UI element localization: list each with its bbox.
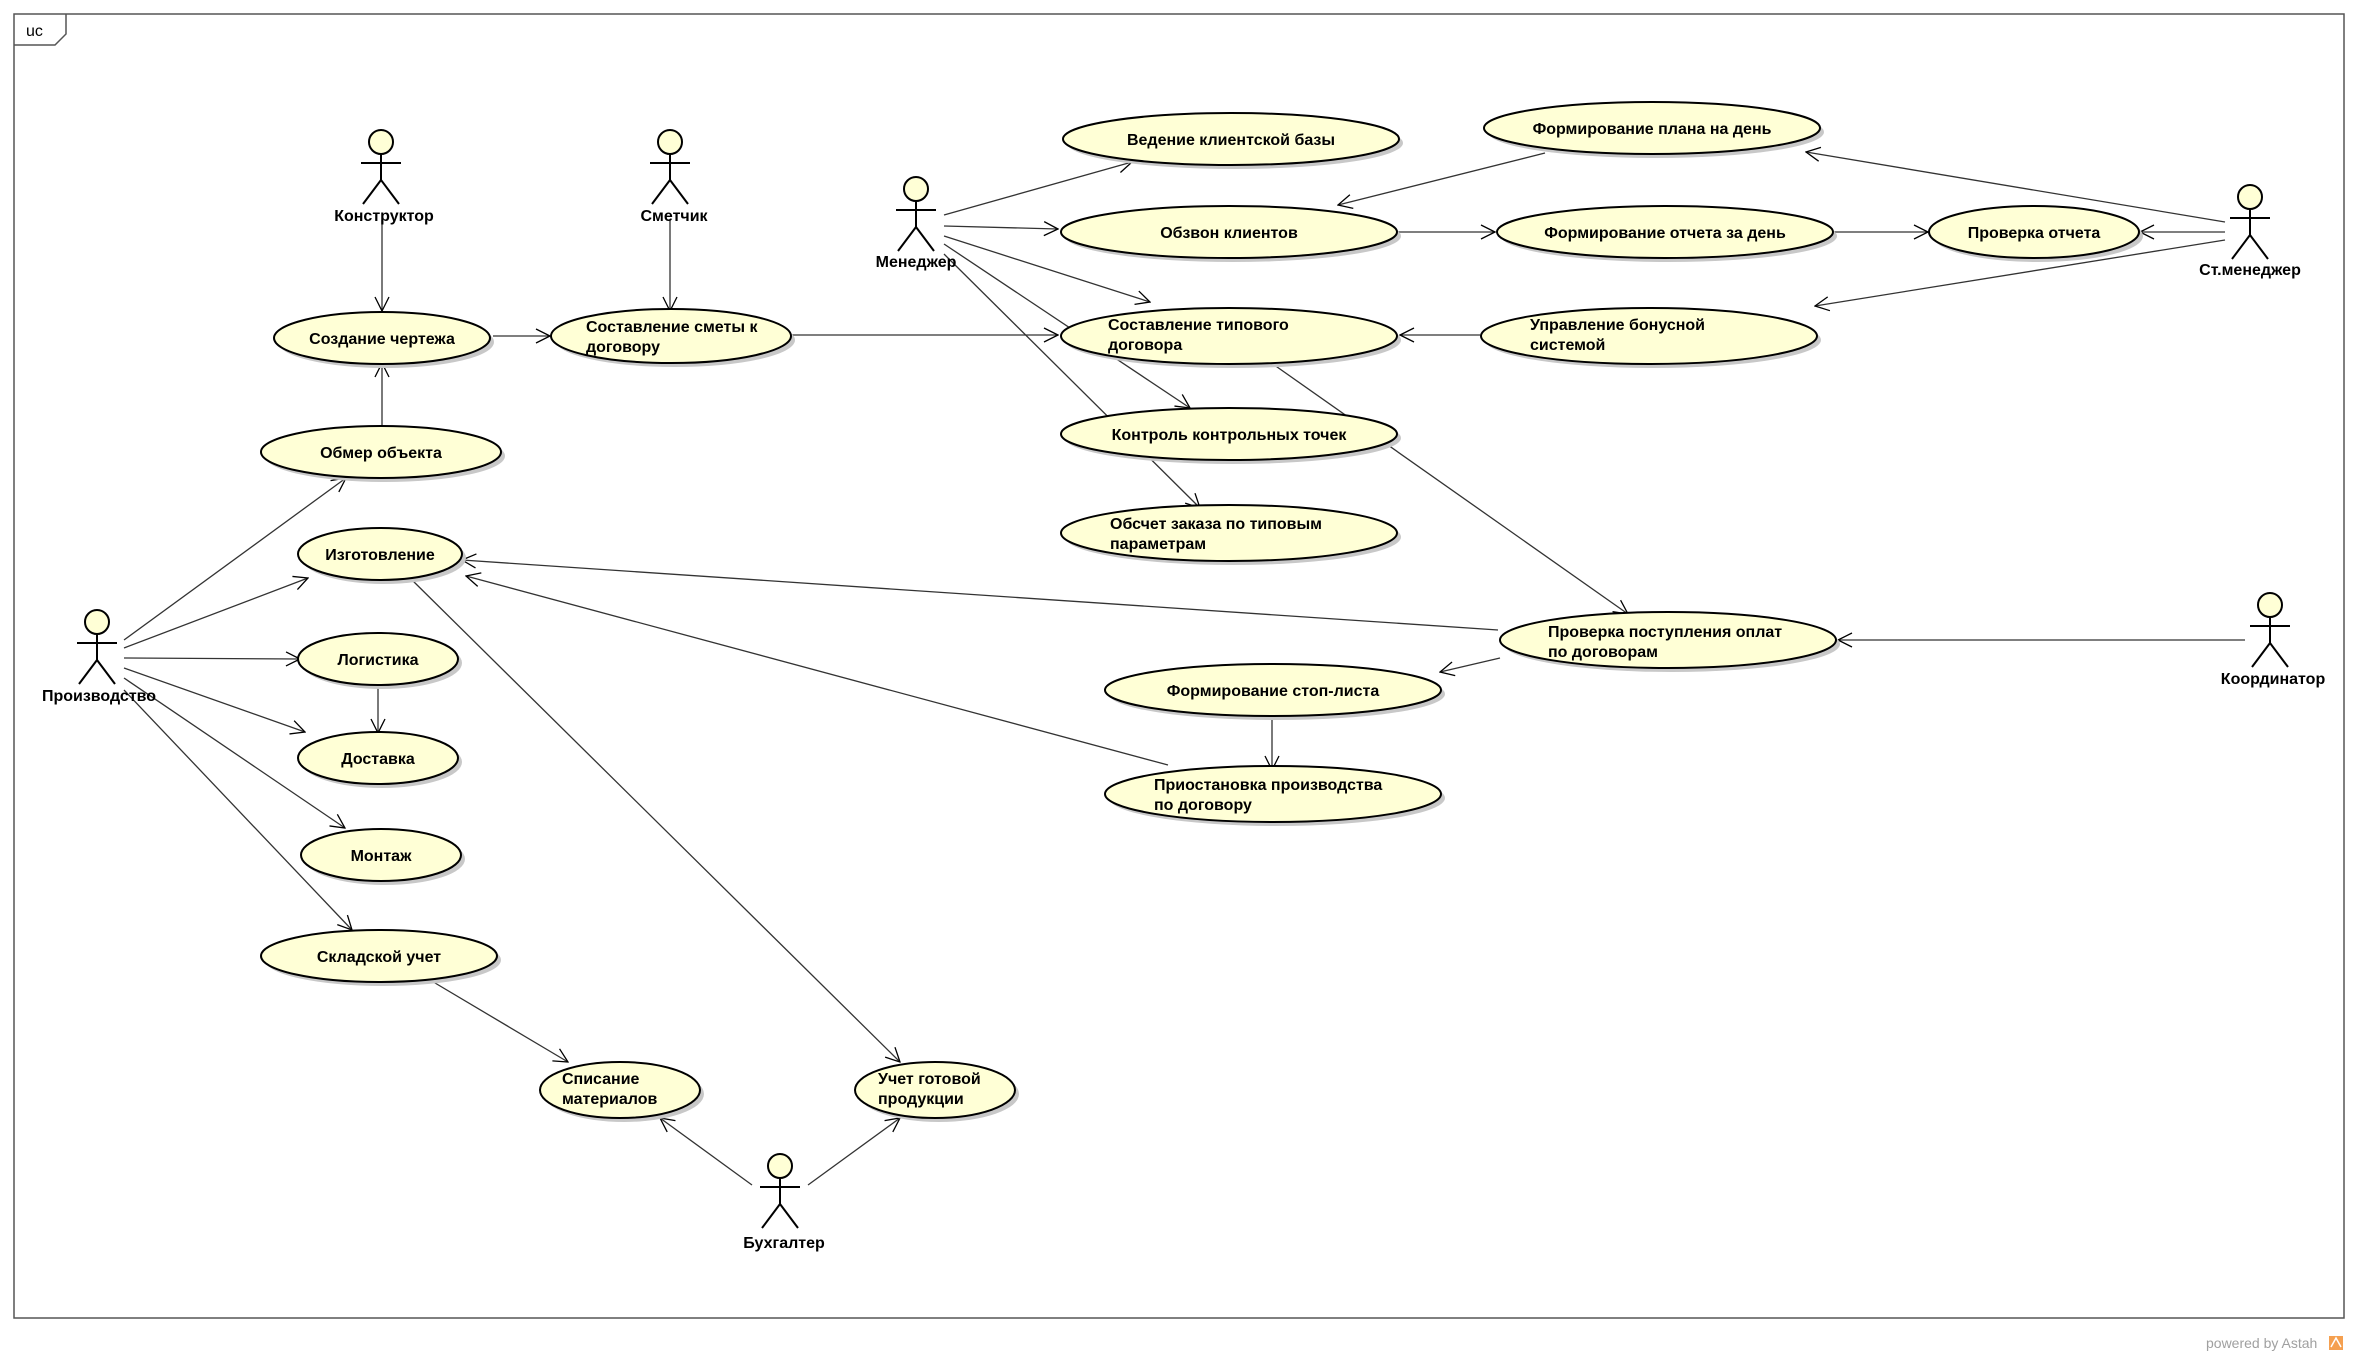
actor-st-menedzher[interactable]: Ст.менеджер	[2199, 184, 2301, 279]
edge-proizvodstvo-izgotovlenie	[123, 578, 308, 649]
usecase-izgotovlenie[interactable]: Изготовление	[297, 527, 466, 584]
edge-sklad-spisanie	[429, 979, 568, 1062]
usecase-label: Обмер объекта	[320, 445, 442, 462]
usecase-sozdanie-chertezha[interactable]: Создание чертежа	[273, 311, 494, 368]
usecase-label: Формирование плана на день	[1533, 121, 1772, 138]
usecase-label: Приостановка производства	[1154, 777, 1382, 794]
actor-menedzher[interactable]: Менеджер	[876, 176, 957, 271]
actor-label: Сметчик	[640, 208, 708, 225]
usecase-tipovoy-dogovor[interactable]: Составление типового договора	[1060, 307, 1401, 368]
usecase-label: Ведение клиентской базы	[1127, 132, 1335, 149]
actor-label: Конструктор	[334, 208, 434, 225]
usecase-plan-na-den[interactable]: Формирование плана на день	[1483, 101, 1824, 158]
actor-koordinator[interactable]: Координатор	[2221, 592, 2326, 688]
connectors	[123, 152, 2245, 1186]
edge-menedzher-obzvon	[943, 226, 1058, 229]
actor-label: Ст.менеджер	[2199, 262, 2301, 279]
actor-konstruktor[interactable]: Конструктор	[334, 129, 434, 225]
edge-menedzher-dogovor	[943, 235, 1150, 302]
edge-dogovor-oplaty	[1269, 361, 1628, 614]
usecase-priostanovka[interactable]: Приостановка производства по договору	[1104, 765, 1445, 826]
usecase-label: параметрам	[1110, 536, 1206, 553]
usecase-bonusnaya-sistema[interactable]: Управление бонусной системой	[1480, 307, 1821, 368]
usecase-label: Создание чертежа	[309, 331, 455, 348]
usecase-stop-list[interactable]: Формирование стоп-листа	[1104, 663, 1445, 720]
footer: powered by Astah	[2206, 1335, 2343, 1351]
usecase-vedenie-bazy[interactable]: Ведение клиентской базы	[1062, 112, 1403, 169]
usecase-uchet-produkcii[interactable]: Учет готовой продукции	[854, 1061, 1019, 1122]
usecase-label: Управление бонусной	[1530, 317, 1705, 334]
usecase-label: системой	[1530, 337, 1605, 354]
usecase-label: Учет готовой	[878, 1071, 981, 1088]
frame-label: uc	[26, 23, 43, 40]
usecase-label: Доставка	[341, 751, 415, 768]
edge-oplaty-izgotovlenie	[462, 560, 1499, 631]
usecase-label: по договорам	[1548, 644, 1658, 661]
usecase-label: Составление типового	[1108, 317, 1289, 334]
usecase-label: материалов	[562, 1091, 657, 1108]
edge-izgotovlenie-uchet	[409, 577, 900, 1062]
usecase-label: Списание	[562, 1071, 640, 1088]
usecase-label: Обсчет заказа по типовым	[1110, 516, 1322, 533]
usecase-label: Логистика	[338, 652, 419, 669]
usecase-label: Формирование стоп-листа	[1167, 683, 1380, 700]
edge-buhgalter-uchet	[807, 1118, 900, 1186]
edge-menedzher-kontrol	[943, 243, 1190, 408]
actor-label: Производство	[42, 688, 156, 705]
usecase-label: Проверка поступления оплат	[1548, 624, 1782, 641]
edge-proizvodstvo-logistika	[123, 658, 300, 659]
use-cases: Создание чертежа Обмер объекта Составлен…	[260, 101, 2143, 1122]
usecase-label: Контроль контрольных точек	[1112, 427, 1348, 444]
usecase-label: договора	[1108, 337, 1182, 354]
edge-proizvodstvo-montazh	[123, 677, 345, 828]
edge-oplaty-stoplist	[1440, 657, 1501, 672]
usecase-otchet-za-den[interactable]: Формирование отчета за день	[1496, 205, 1837, 262]
usecase-obzvon[interactable]: Обзвон клиентов	[1060, 205, 1401, 262]
edge-proizvodstvo-sklad	[123, 689, 352, 930]
usecase-label: Складской учет	[317, 949, 441, 966]
usecase-label: по договору	[1154, 797, 1252, 814]
usecase-label: Монтаж	[351, 848, 413, 865]
powered-by-text: powered by Astah	[2206, 1335, 2317, 1351]
usecase-sostavlenie-smety[interactable]: Составление сметы к договору	[550, 308, 795, 367]
astah-logo-icon	[2329, 1336, 2343, 1350]
usecase-logistika[interactable]: Логистика	[297, 632, 462, 689]
usecase-obschet-zakaza[interactable]: Обсчет заказа по типовым параметрам	[1060, 504, 1401, 565]
actors: Конструктор Сметчик Менеджер Ст.менеджер	[42, 129, 2326, 1252]
edge-menedzher-obschet	[943, 253, 1200, 508]
usecase-label: Составление сметы к	[586, 319, 758, 336]
usecase-label: Изготовление	[325, 547, 435, 564]
usecase-label: Формирование отчета за день	[1544, 225, 1786, 242]
edge-proizvodstvo-obmer	[123, 478, 346, 641]
edge-buhgalter-spisanie	[660, 1118, 753, 1186]
usecase-label: договору	[586, 339, 660, 356]
usecase-obmer-obekta[interactable]: Обмер объекта	[260, 425, 505, 482]
actor-buhgalter[interactable]: Бухгалтер	[743, 1153, 825, 1252]
usecase-dostavka[interactable]: Доставка	[297, 731, 462, 788]
usecase-label: Обзвон клиентов	[1160, 225, 1298, 242]
usecase-montazh[interactable]: Монтаж	[300, 828, 465, 885]
usecase-label: продукции	[878, 1091, 964, 1108]
usecase-proverka-otcheta[interactable]: Проверка отчета	[1928, 205, 2143, 262]
actor-proizvodstvo[interactable]: Производство	[42, 609, 156, 705]
edge-stmenedzher-bonus	[1815, 239, 2226, 306]
edge-priostanovka-izgotovlenie	[466, 576, 1169, 766]
actor-label: Координатор	[2221, 671, 2326, 688]
actor-smetchik[interactable]: Сметчик	[640, 129, 709, 225]
usecase-proverka-oplat[interactable]: Проверка поступления оплат по договорам	[1499, 611, 1840, 672]
usecase-kontrol-tochek[interactable]: Контроль контрольных точек	[1060, 407, 1401, 464]
actor-label: Менеджер	[876, 254, 957, 271]
edge-plan-obzvon	[1338, 152, 1546, 205]
edge-proizvodstvo-dostavka	[123, 667, 305, 732]
actor-label: Бухгалтер	[743, 1235, 825, 1252]
usecase-skladskoy-uchet[interactable]: Складской учет	[260, 929, 501, 986]
usecase-label: Проверка отчета	[1968, 225, 2101, 242]
edge-stmenedzher-plan	[1806, 152, 2226, 223]
edge-menedzher-baza	[943, 162, 1132, 216]
diagram-frame: uc	[13, 13, 2345, 1319]
usecase-spisanie[interactable]: Списание материалов	[539, 1061, 704, 1122]
